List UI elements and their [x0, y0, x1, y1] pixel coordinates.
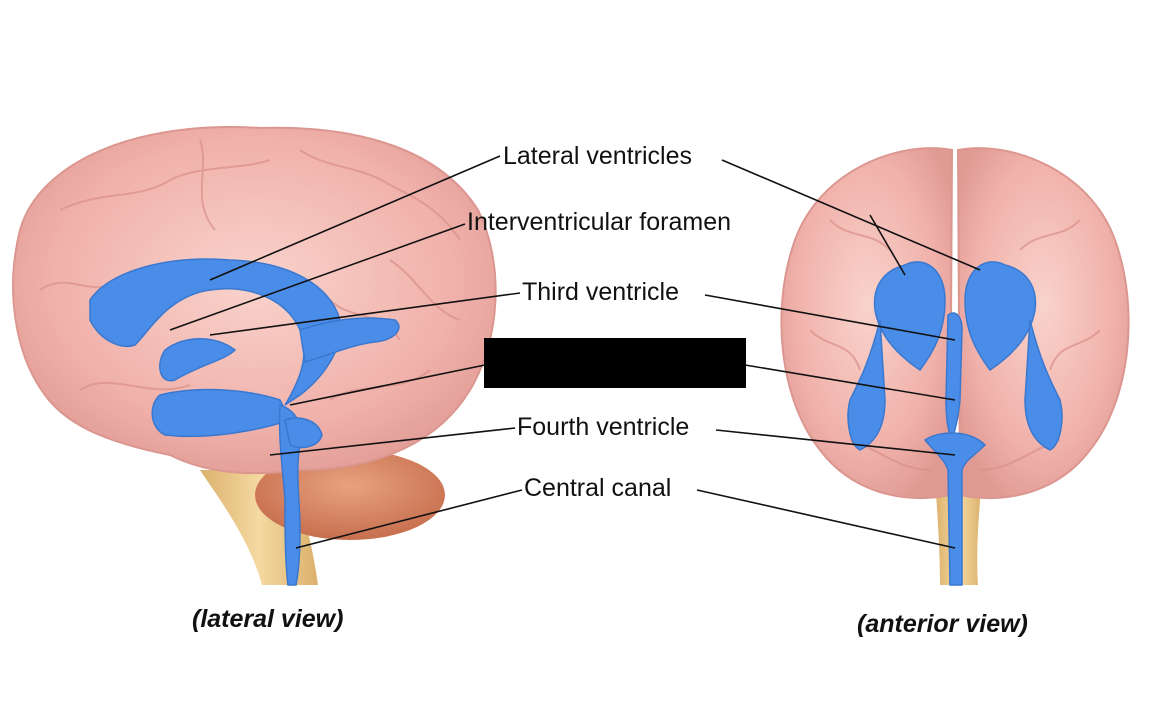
leader-lateral-ventricles-right — [721, 159, 981, 271]
leader-lateral-ventricles-left — [209, 155, 501, 281]
redacted-label-box — [484, 338, 746, 388]
leader-redacted-right — [744, 364, 956, 401]
leader-central-canal-right — [696, 489, 956, 549]
leader-lateral-ventricles-right-2 — [869, 214, 906, 276]
anterior-ventricles-shape — [847, 261, 1063, 586]
lateral-cerebellum — [255, 450, 445, 540]
leader-third-ventricle-left — [209, 292, 521, 336]
anterior-left-hemisphere — [780, 147, 954, 499]
leader-interventricular-foramen — [169, 223, 466, 331]
leader-central-canal-left — [295, 489, 523, 549]
label-third-ventricle: Third ventricle — [522, 278, 679, 306]
label-interventricular-foramen: Interventricular foramen — [467, 208, 732, 236]
label-central-canal: Central canal — [524, 474, 672, 502]
leader-lines — [169, 155, 981, 549]
lateral-brain — [12, 126, 497, 586]
leader-third-ventricle-right — [704, 294, 956, 341]
anterior-brain — [780, 147, 1130, 586]
label-lateral-ventricles: Lateral ventricles — [503, 142, 692, 170]
label-fourth-ventricle: Fourth ventricle — [517, 413, 690, 441]
leader-fourth-ventricle-left — [269, 427, 516, 456]
caption-lateral-view: (lateral view) — [192, 605, 344, 633]
leader-redacted-left — [289, 364, 486, 406]
leader-fourth-ventricle-right — [715, 429, 956, 456]
caption-anterior-view: (anterior view) — [857, 610, 1028, 638]
anterior-right-hemisphere — [956, 147, 1130, 499]
lateral-ventricles-shape — [89, 258, 400, 586]
